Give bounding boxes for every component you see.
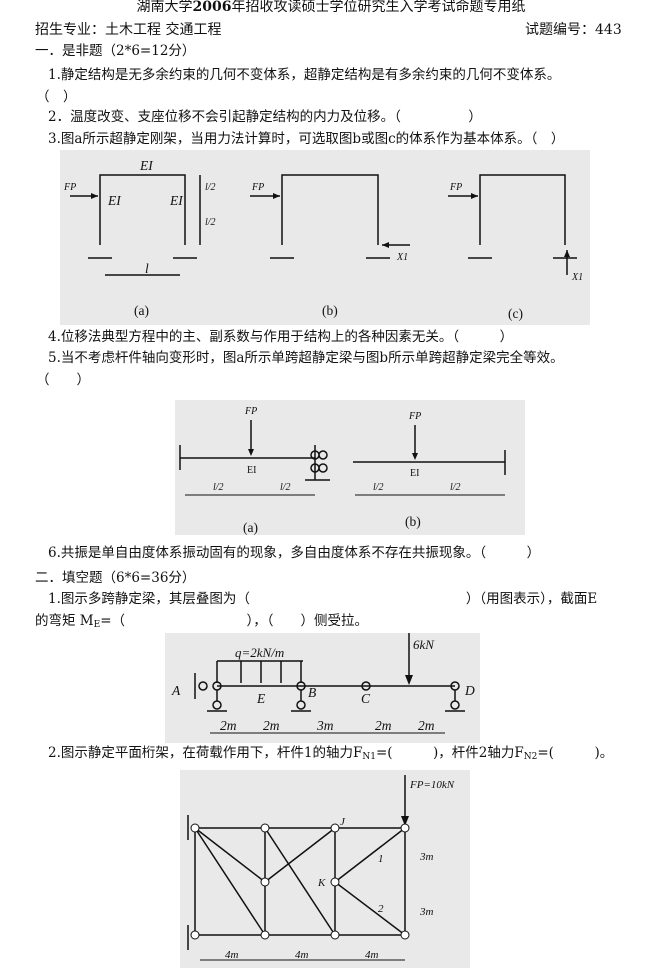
label-q: q=2kN/m <box>235 645 284 660</box>
label-fp: FP <box>449 182 462 193</box>
label-EI: EI <box>139 158 154 173</box>
member-1: 1 <box>378 853 384 865</box>
label-load: FP=10kN <box>409 779 455 791</box>
section2-title: 二．填空题（6*6=36分） <box>35 570 196 586</box>
multispan-beam-figure: q=2kN/m 6kN A B C D E 2m 2m 3m 2m 2m <box>165 633 480 743</box>
label-K: K <box>317 877 326 889</box>
label-EI: EI <box>247 465 256 476</box>
member-2: 2 <box>378 903 384 915</box>
label-l2: l/2 <box>280 482 291 493</box>
height-label: 3m <box>419 906 434 918</box>
label-x1: X1 <box>396 252 408 263</box>
label-l: l <box>145 261 149 276</box>
span-label: 2m <box>375 718 392 733</box>
label-D: D <box>464 683 475 698</box>
caption-b: (b) <box>405 514 421 529</box>
beam-figure: FP FP EI EI l/2 l/2 l/2 l/2 (a) (b) <box>175 400 525 535</box>
major: 招生专业：土木工程 交通工程 <box>35 22 222 38</box>
label-fp: FP <box>63 182 76 193</box>
q4: 4.位移法典型方程中的主、副系数与作用于结构上的各种因素无关。（ ） <box>48 329 514 345</box>
q6: 6.共振是单自由度体系振动固有的现象，多自由度体系不存在共振现象。（ ） <box>48 545 541 561</box>
caption-a: (a) <box>243 520 258 535</box>
f2: 2.图示静定平面桁架，在荷载作用下，杆件1的轴力FN1=( )，杆件2轴力FN2… <box>48 745 614 762</box>
label-A: A <box>171 683 181 698</box>
height-label: 3m <box>419 851 434 863</box>
span-label: 4m <box>365 949 379 961</box>
label-E: E <box>256 691 266 706</box>
label-fp: FP <box>408 411 421 422</box>
exam-code: 试题编号：443 <box>525 22 622 38</box>
span-label: 2m <box>418 718 435 733</box>
span-label: 4m <box>225 949 239 961</box>
caption-a: (a) <box>134 303 149 318</box>
label-C: C <box>361 691 371 706</box>
f1-line2: 的弯矩 ME=（ ），（ ）侧受拉。 <box>35 613 369 630</box>
label-l2: l/2 <box>205 182 216 193</box>
q3: 3.图a所示超静定刚架，当用力法计算时，可选取图b或图c的体系作为基本体系。（ … <box>48 131 565 147</box>
label-load: 6kN <box>413 637 435 652</box>
section1-title: 一．是非题（2*6=12分） <box>35 43 196 59</box>
caption-b: (b) <box>322 303 338 318</box>
span-label: 2m <box>263 718 280 733</box>
f1-line1: 1.图示多跨静定梁，其层叠图为（ ）（用图表示），截面E <box>48 591 598 607</box>
label-EI: EI <box>107 193 122 208</box>
span-label: 3m <box>316 718 334 733</box>
span-label: 2m <box>220 718 237 733</box>
label-fp: FP <box>244 406 257 417</box>
label-l2: l/2 <box>450 482 461 493</box>
label-fp: FP <box>251 182 264 193</box>
label-EI: EI <box>169 193 184 208</box>
q5-blank: （ ） <box>36 372 90 388</box>
label-l2: l/2 <box>213 482 224 493</box>
exam-title: 湖南大学2006年招收攻读硕士学位研究生入学考试命题专用纸 <box>136 0 526 15</box>
label-B: B <box>308 685 316 700</box>
q1: 1.静定结构是无多余约束的几何不变体系，超静定结构是有多余约束的几何不变体系。 <box>48 67 561 83</box>
label-l2: l/2 <box>373 482 384 493</box>
label-EI: EI <box>410 468 419 479</box>
label-J: J <box>340 816 346 828</box>
truss-figure: FP=10kN J K 1 2 3m 3m 4m 4m 4m <box>180 770 470 968</box>
caption-c: (c) <box>508 306 523 321</box>
label-x1: X1 <box>571 272 583 283</box>
q5: 5.当不考虑杆件轴向变形时，图a所示单跨超静定梁与图b所示单跨超静定梁完全等效。 <box>48 350 564 366</box>
span-label: 4m <box>295 949 309 961</box>
q2: 2．温度改变、支座位移不会引起静定结构的内力及位移。（ ） <box>48 109 482 125</box>
label-l2: l/2 <box>205 217 216 228</box>
q1-blank: （ ） <box>36 89 77 105</box>
frame-figure: EI EI EI FP FP FP X1 X1 l l/2 l/2 (a) (b… <box>60 150 590 325</box>
